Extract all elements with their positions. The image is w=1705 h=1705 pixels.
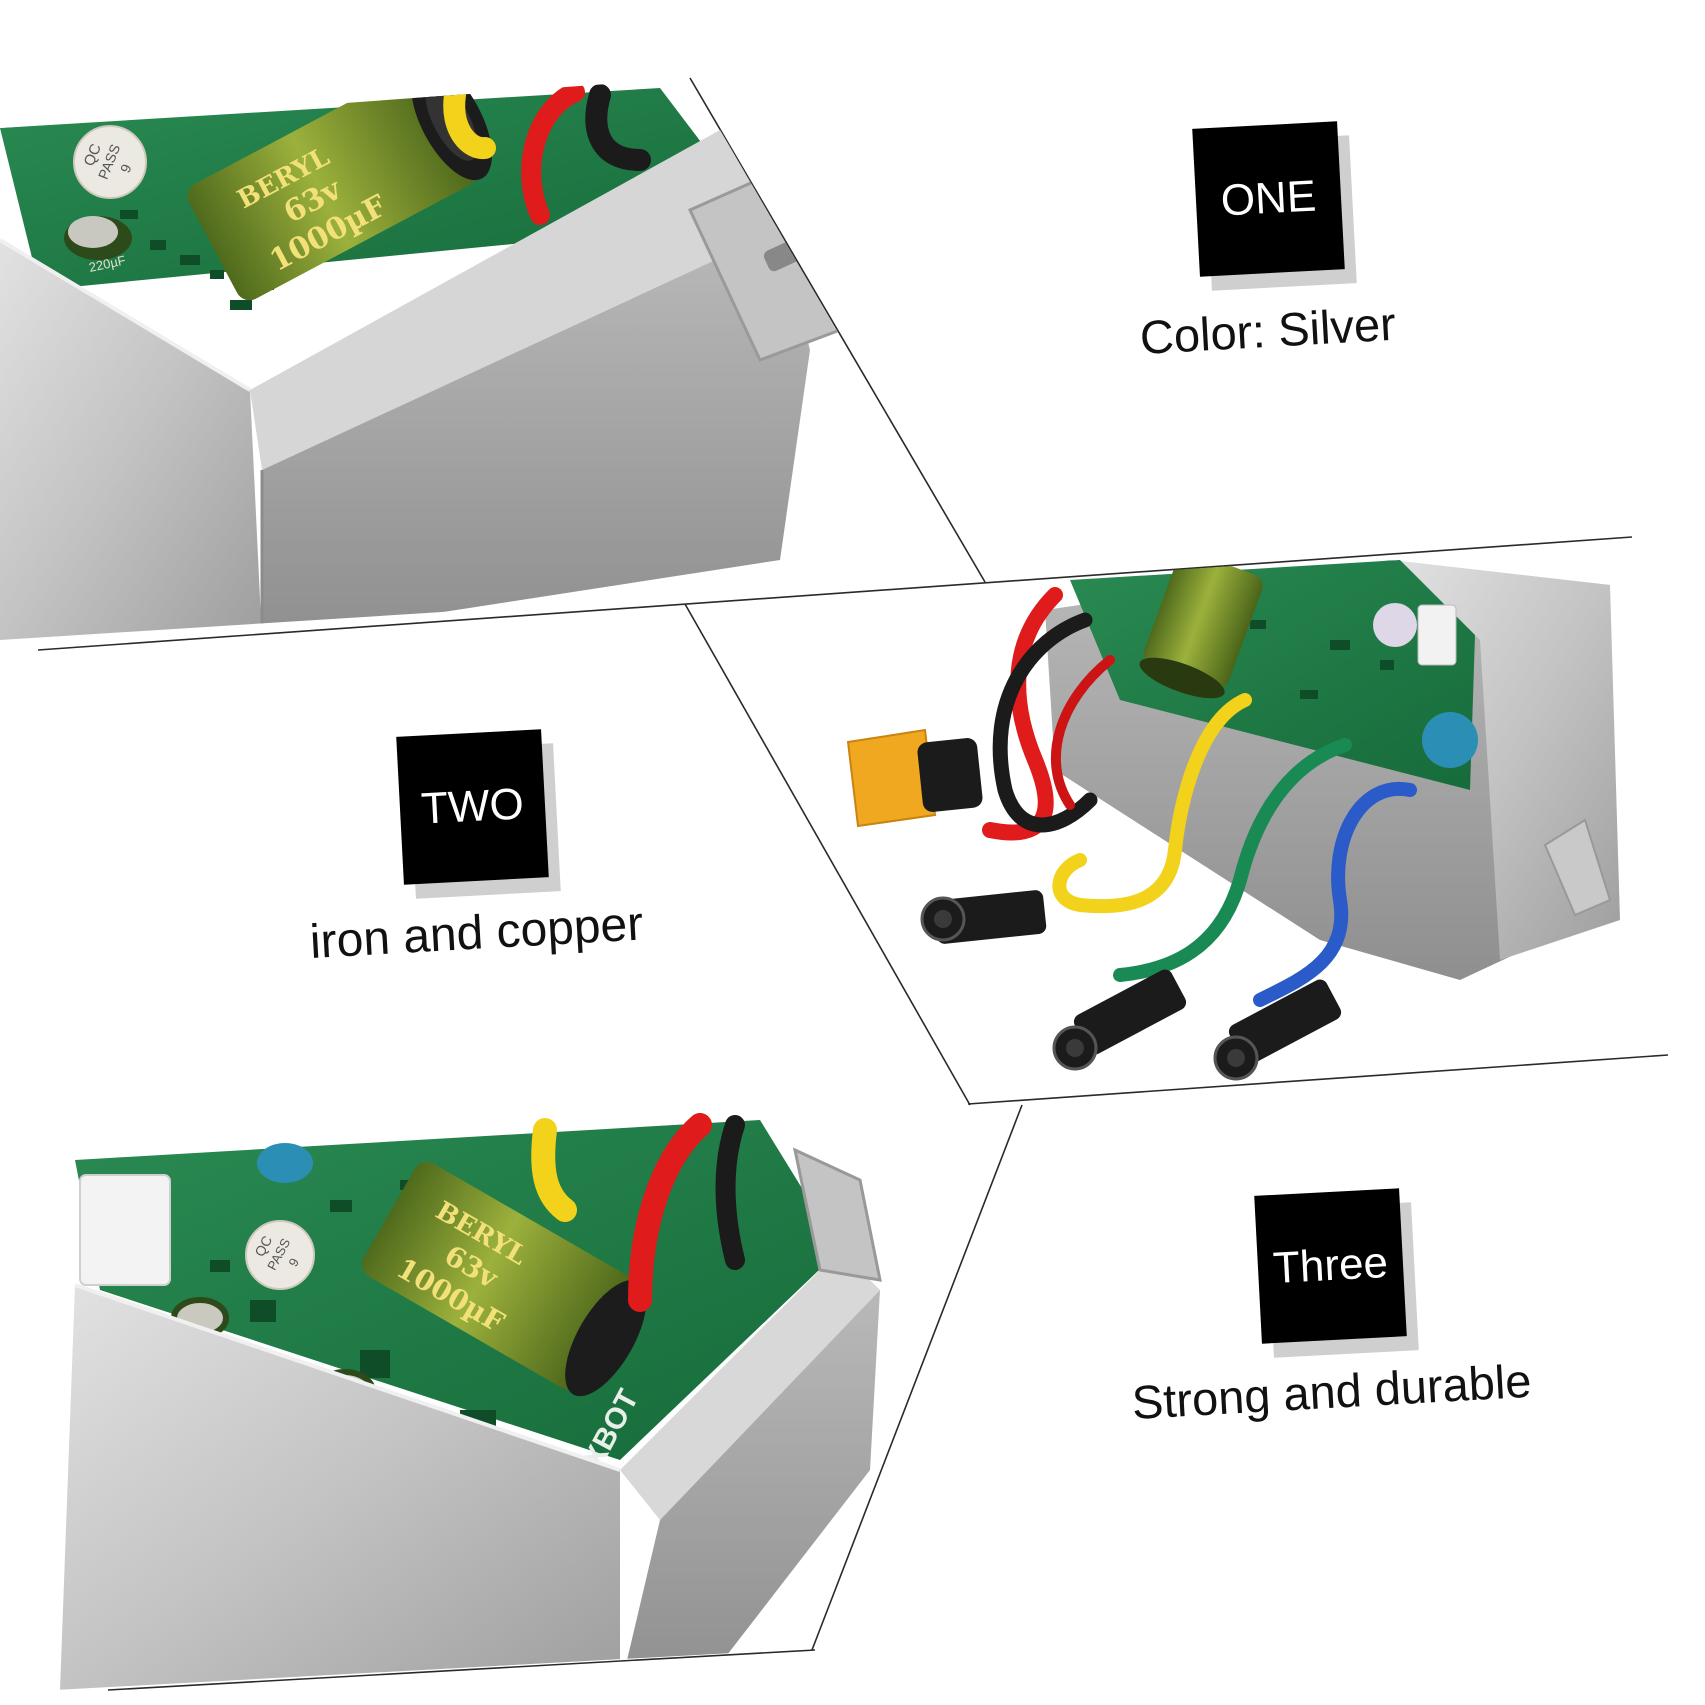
photo-panel-3: QC PASS 9 BERYL 63v 1000µF (60, 1113, 882, 1690)
bullet-connector-blue (1213, 979, 1342, 1081)
blue-wire (1253, 781, 1417, 1007)
housing-side-wall (620, 1290, 880, 1690)
photo-panel-1: QC PASS 9 220µF BERYL 63v 1000µ (0, 78, 842, 640)
bullet-connector-yellow (920, 890, 1047, 944)
divider-line-6 (107, 1649, 816, 1691)
green-wire (1113, 738, 1352, 982)
panel-divider-lines (37, 77, 1669, 1691)
divider-line-4 (967, 1054, 1669, 1105)
feature-two-badge-group: TWO (396, 729, 561, 899)
housing-front-wall (0, 240, 262, 640)
black-wire (992, 612, 1098, 833)
yellow-wire (1052, 693, 1252, 914)
housing-rim (250, 130, 780, 470)
yellow-wire (531, 1118, 577, 1222)
housing-rim (620, 1250, 880, 1520)
feature-three-badge-group: Three (1254, 1188, 1419, 1358)
red-wire (628, 1113, 712, 1312)
feature-one-badge-group: ONE (1192, 121, 1357, 291)
feature-one-badge: ONE (1192, 121, 1345, 277)
qc-pass-sticker: QC PASS 9 (73, 125, 147, 199)
blue-sticker (1422, 712, 1478, 768)
black-wire (715, 1115, 745, 1270)
mounting-tab (1543, 818, 1612, 917)
mounting-tab (792, 1147, 882, 1282)
divider-line-2 (37, 536, 1633, 651)
capacitor (1139, 551, 1263, 699)
blue-sticker (257, 1143, 313, 1183)
white-connector (79, 1174, 171, 1286)
small-capacitor: 220µF (64, 216, 132, 275)
yellow-wire (443, 84, 496, 160)
big-capacitor: BERYL 63v 1000µF (187, 78, 492, 301)
divider-line-3 (684, 603, 971, 1106)
housing-side-wall (262, 230, 810, 640)
xt60-connector (846, 728, 983, 828)
qc-pass-sticker: QC PASS 9 (245, 1220, 315, 1290)
feature-three-badge: Three (1254, 1188, 1407, 1344)
black-wire (585, 84, 651, 171)
photo-panel-2 (846, 551, 1620, 1081)
bullet-connector-green (1052, 969, 1187, 1071)
bullet-connectors (920, 890, 1342, 1081)
divider-line-1 (689, 77, 986, 583)
pcb-components (1250, 620, 1394, 699)
red-wire (521, 82, 585, 225)
feature-two-badge: TWO (396, 729, 549, 885)
white-connector (1417, 604, 1457, 666)
housing-front-wall (60, 1285, 620, 1690)
qc-pass-sticker (1373, 603, 1417, 647)
divider-line-5 (811, 1104, 1023, 1651)
